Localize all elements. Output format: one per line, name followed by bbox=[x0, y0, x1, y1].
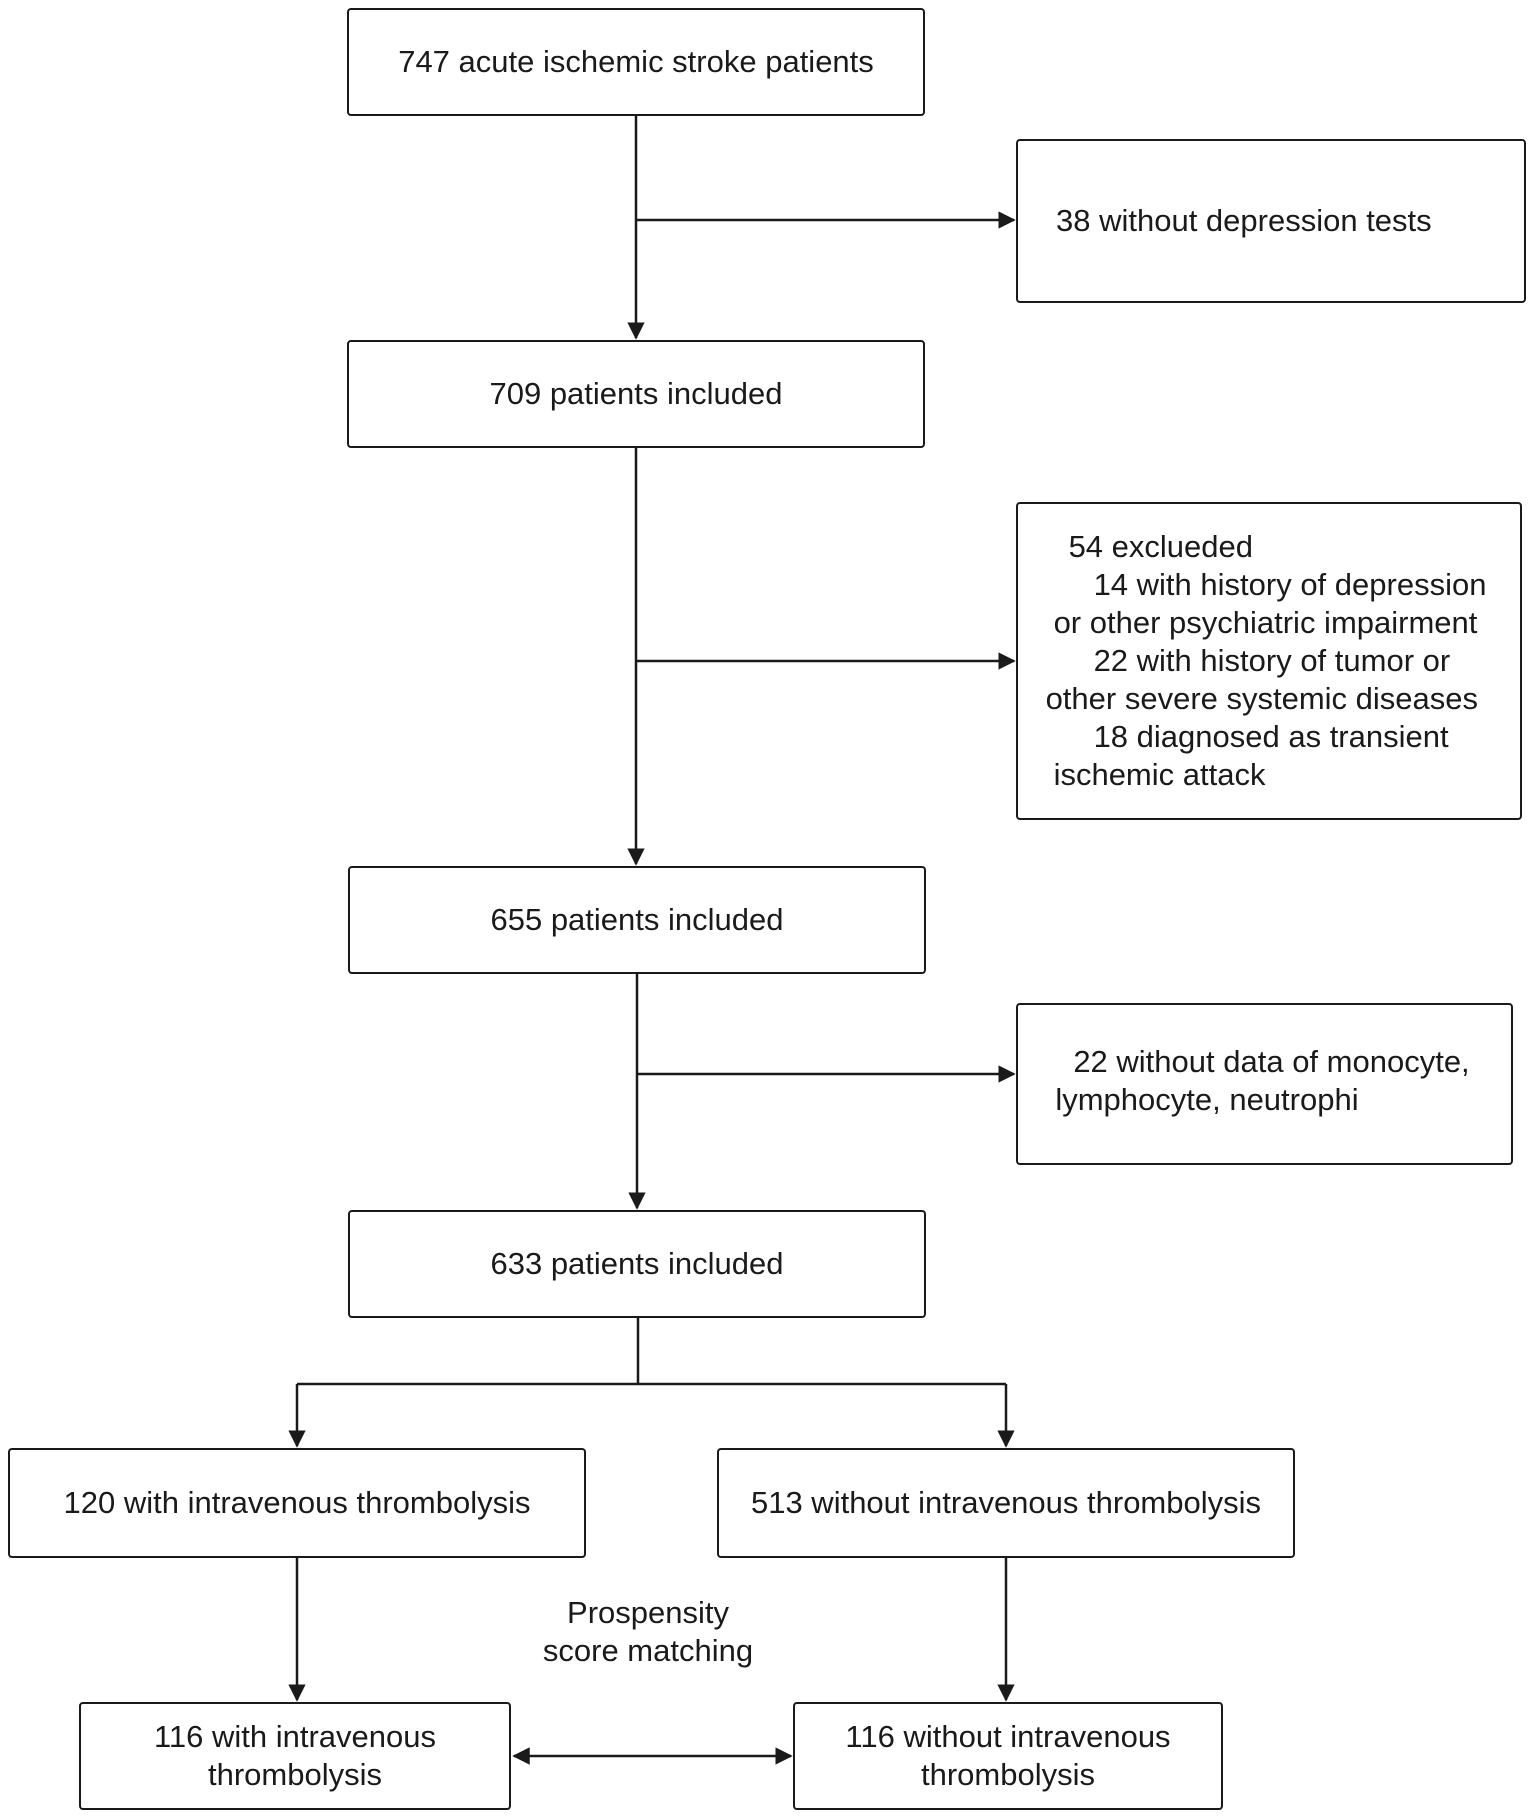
box-included-655-text: 655 patients included bbox=[490, 902, 784, 937]
box-start-text: 747 acute ischemic stroke patients bbox=[398, 44, 874, 79]
excl2-line-3: or other psychiatric impairment bbox=[1053, 605, 1478, 640]
excl3-line-2: lymphocyte, neutrophi bbox=[1055, 1082, 1359, 1117]
box-exclusion-2: 54 exclueded 14 with history of depressi… bbox=[1016, 502, 1522, 820]
box-matched-with-ivt: 116 with intravenous thrombolysis bbox=[79, 1702, 511, 1810]
excl2-line-6: 18 diagnosed as transient bbox=[1093, 719, 1449, 754]
box-included-633: 633 patients included bbox=[348, 1210, 926, 1318]
excl3-line-1: 22 without data of monocyte, bbox=[1073, 1044, 1470, 1079]
excl2-line-2: 14 with history of depression bbox=[1093, 567, 1487, 602]
box-matched-without-ivt: 116 without intravenous thrombolysis bbox=[793, 1702, 1223, 1810]
matched-with-line-2: thrombolysis bbox=[207, 1757, 382, 1792]
box-included-709-text: 709 patients included bbox=[489, 376, 783, 411]
box-included-633-text: 633 patients included bbox=[490, 1246, 784, 1281]
excl2-line-7: ischemic attack bbox=[1053, 757, 1266, 792]
psm-label-line-2: score matching bbox=[542, 1633, 754, 1668]
box-start: 747 acute ischemic stroke patients bbox=[347, 8, 925, 116]
matched-without-line-2: thrombolysis bbox=[920, 1757, 1095, 1792]
box-exclusion-3: 22 without data of monocyte, lymphocyte,… bbox=[1016, 1003, 1513, 1165]
box-exclusion-1-text: 38 without depression tests bbox=[1056, 203, 1432, 238]
matched-without-line-1: 116 without intravenous bbox=[845, 1719, 1171, 1754]
psm-label-line-1: Prospensity bbox=[567, 1595, 729, 1630]
excl2-line-4: 22 with history of tumor or bbox=[1093, 643, 1451, 678]
excl2-line-1: 54 exclueded bbox=[1068, 529, 1253, 564]
box-exclusion-1: 38 without depression tests bbox=[1016, 139, 1526, 303]
box-included-709: 709 patients included bbox=[347, 340, 925, 448]
box-without-ivt: 513 without intravenous thrombolysis bbox=[717, 1448, 1295, 1558]
box-without-ivt-text: 513 without intravenous thrombolysis bbox=[750, 1485, 1262, 1520]
box-with-ivt: 120 with intravenous thrombolysis bbox=[8, 1448, 586, 1558]
box-with-ivt-text: 120 with intravenous thrombolysis bbox=[63, 1485, 531, 1520]
excl2-line-5: other severe systemic diseases bbox=[1045, 681, 1479, 716]
matched-with-line-1: 116 with intravenous bbox=[153, 1719, 437, 1754]
psm-label: Prospensity score matching bbox=[498, 1594, 798, 1670]
box-included-655: 655 patients included bbox=[348, 866, 926, 974]
